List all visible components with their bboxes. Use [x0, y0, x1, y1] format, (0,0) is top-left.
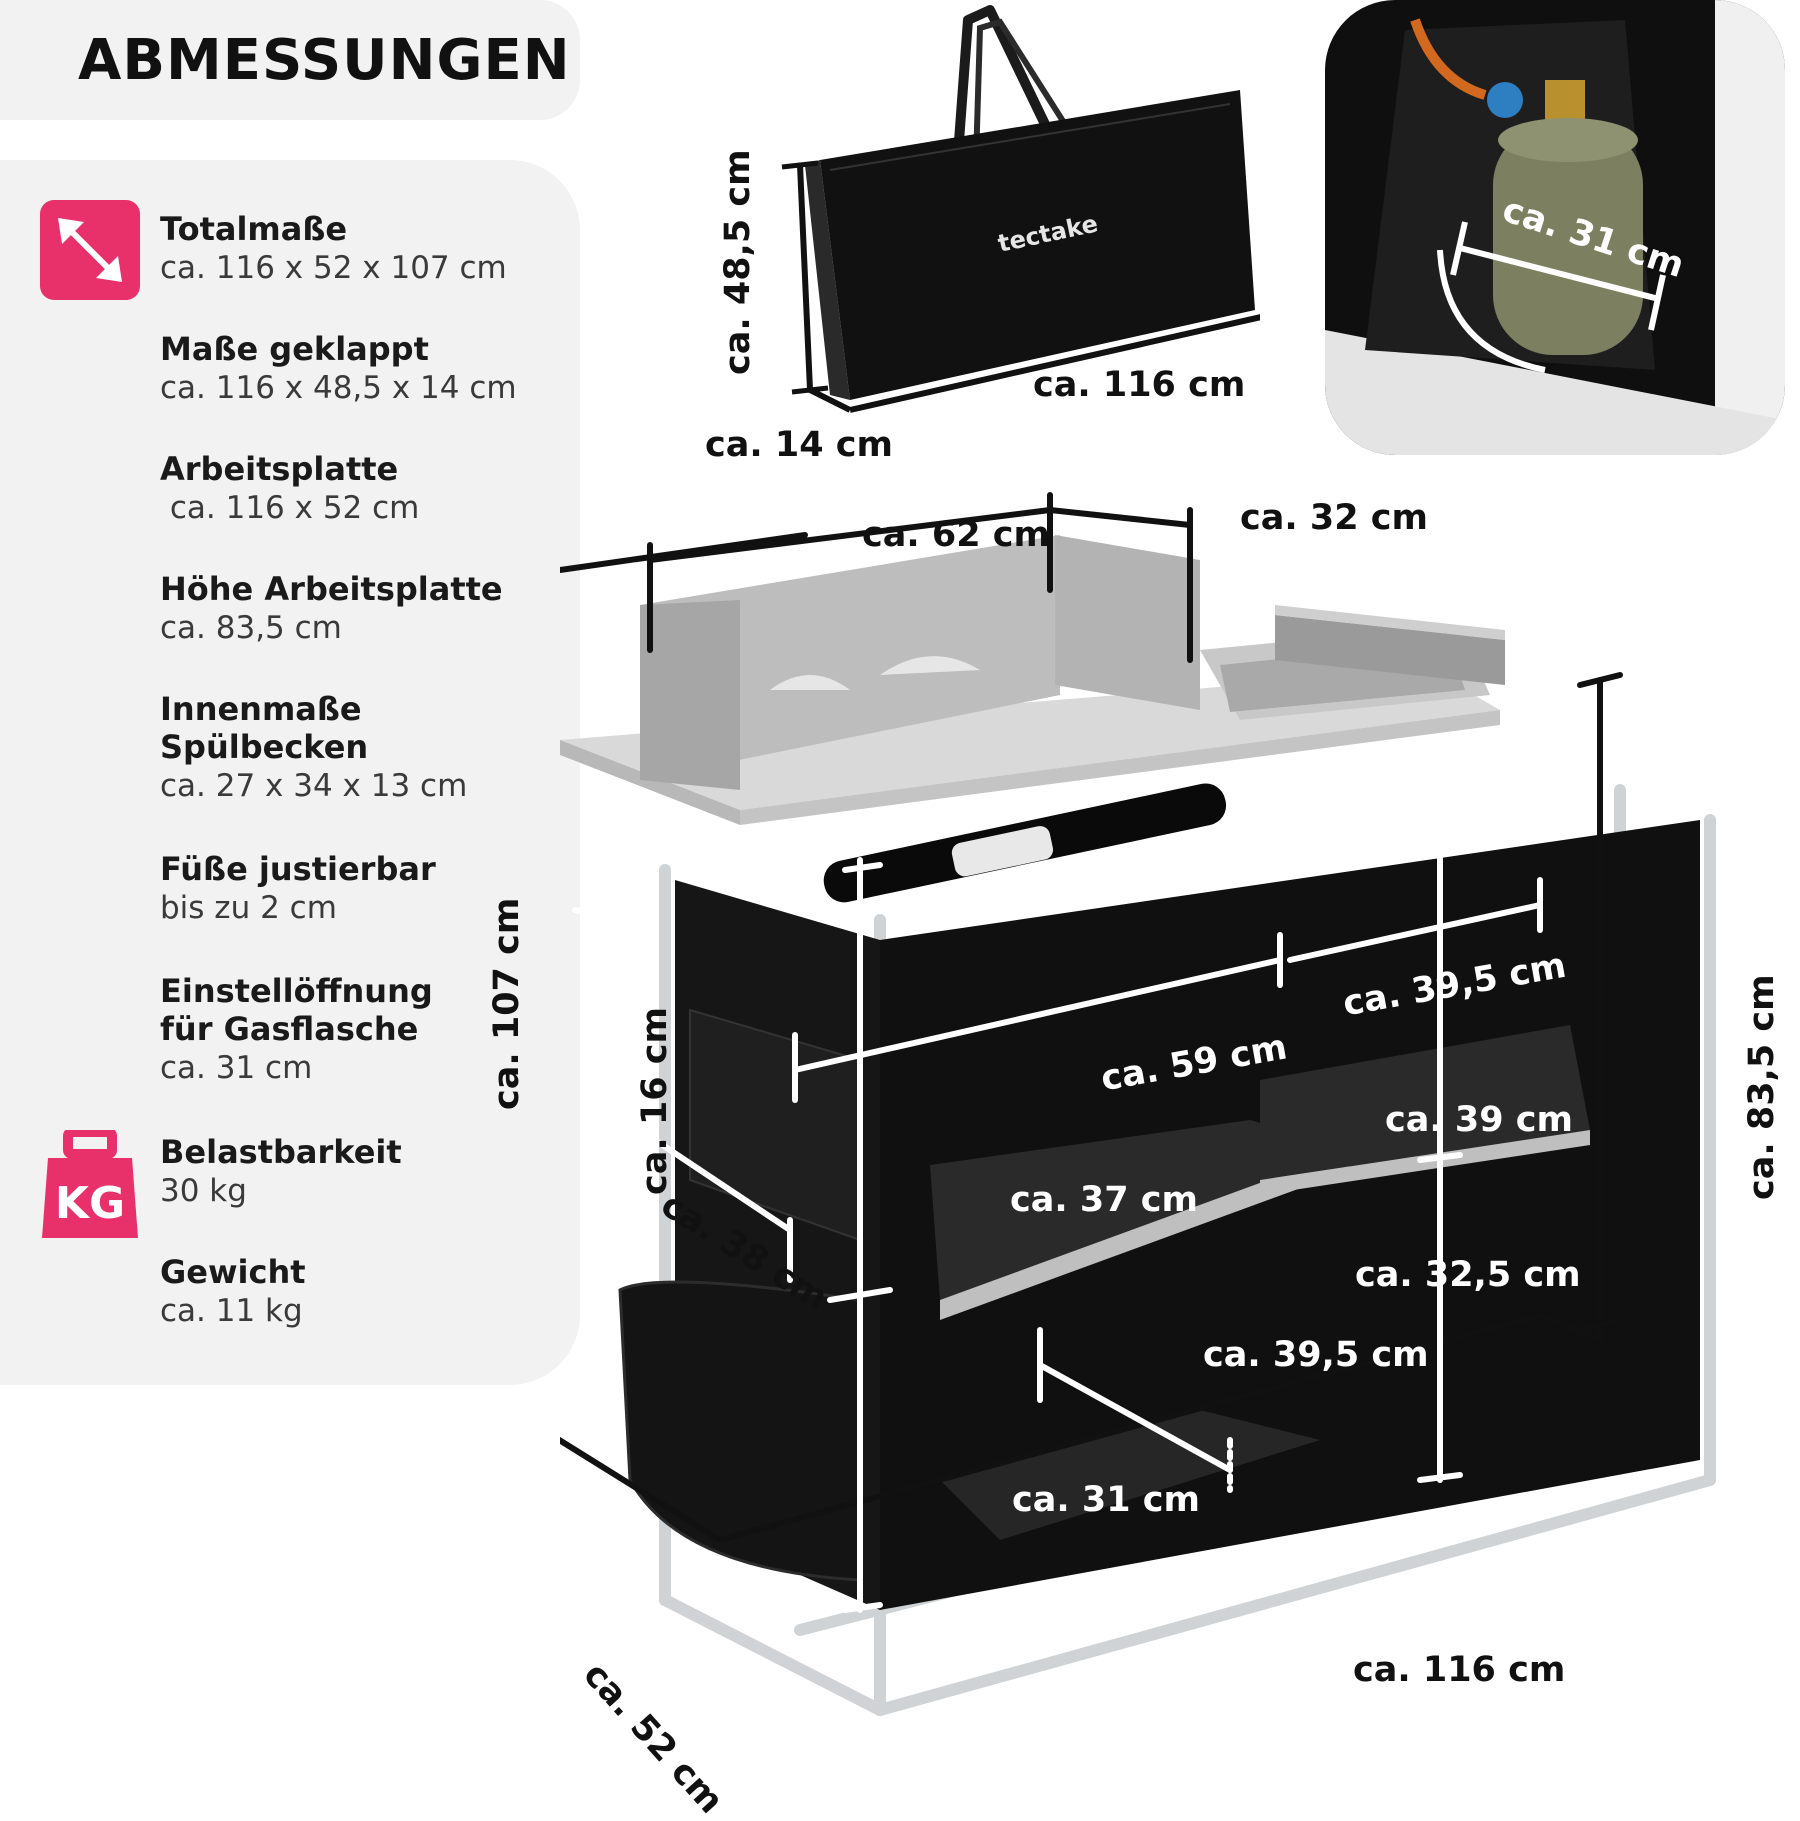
spec-label: Maße geklappt: [160, 330, 429, 368]
spec-label-line2: für Gasflasche: [160, 1010, 419, 1048]
page-title: ABMESSUNGEN: [78, 28, 571, 93]
spec-total: Totalmaße ca. 116 x 52 x 107 cm: [160, 210, 580, 288]
title-card: ABMESSUNGEN: [0, 0, 580, 120]
spec-load: Belastbarkeit 30 kg: [160, 1133, 580, 1211]
spec-worktop-height: Höhe Arbeitsplatte ca. 83,5 cm: [160, 570, 580, 648]
right-upper-height-label: ca. 39 cm: [1385, 1100, 1573, 1140]
bag-height-label: ca. 48,5 cm: [718, 149, 758, 375]
left-depth-label: ca. 39,5 cm: [1203, 1335, 1429, 1375]
weight-kg-icon: KG: [40, 1127, 140, 1240]
gas-bottle-detail: [1325, 0, 1785, 455]
spec-value: ca. 116 x 48,5 x 14 cm: [160, 370, 517, 406]
spec-value: bis zu 2 cm: [160, 890, 337, 926]
diagonal-arrows-icon: [40, 200, 140, 300]
spec-folded: Maße geklappt ca. 116 x 48,5 x 14 cm: [160, 330, 580, 408]
spec-value: 30 kg: [160, 1173, 247, 1209]
bag-depth-label: ca. 14 cm: [705, 425, 893, 465]
spec-value: ca. 116 x 52 cm: [160, 490, 420, 526]
spec-value: ca. 11 kg: [160, 1293, 303, 1329]
spec-label: Arbeitsplatte: [160, 450, 399, 488]
spec-value: ca. 116 x 52 x 107 cm: [160, 250, 507, 286]
spec-value: ca. 27 x 34 x 13 cm: [160, 768, 468, 804]
spec-sink: Innenmaße Spülbecken ca. 27 x 34 x 13 cm: [160, 690, 580, 806]
pocket-height-label: ca. 16 cm: [635, 1007, 675, 1195]
spec-feet: Füße justierbar bis zu 2 cm: [160, 850, 580, 928]
spec-label: Gewicht: [160, 1253, 306, 1291]
spec-value: ca. 31 cm: [160, 1050, 313, 1086]
left-lower-height-label: ca. 31 cm: [1012, 1480, 1200, 1520]
spec-label: Füße justierbar: [160, 850, 436, 888]
spec-worktop: Arbeitsplatte ca. 116 x 52 cm: [160, 450, 580, 528]
spec-label: Belastbarkeit: [160, 1133, 402, 1171]
carry-bag-illustration: tectake: [781, 5, 1260, 413]
windscreen-main-label: ca. 62 cm: [862, 515, 1050, 555]
bag-width-label: ca. 116 cm: [1033, 365, 1246, 405]
spec-label-line2: Spülbecken: [160, 728, 369, 766]
right-lower-height-label: ca. 32,5 cm: [1355, 1255, 1581, 1295]
width-label: ca. 116 cm: [1353, 1650, 1566, 1690]
spec-label: Einstellöffnung: [160, 972, 433, 1010]
svg-text:KG: KG: [55, 1178, 125, 1229]
spec-value: ca. 83,5 cm: [160, 610, 342, 646]
camping-kitchen-illustration: [560, 492, 1716, 1716]
left-upper-height-label: ca. 37 cm: [1010, 1180, 1198, 1220]
worktop-height-label: ca. 83,5 cm: [1742, 974, 1782, 1200]
total-height-label: ca. 107 cm: [487, 897, 527, 1110]
spec-label: Höhe Arbeitsplatte: [160, 570, 503, 608]
spec-weight: Gewicht ca. 11 kg: [160, 1253, 580, 1331]
spec-label: Totalmaße: [160, 210, 348, 248]
spec-label: Innenmaße: [160, 690, 362, 728]
windscreen-side-label: ca. 32 cm: [1240, 498, 1428, 538]
spec-gas-opening: Einstellöffnung für Gasflasche ca. 31 cm: [160, 972, 580, 1088]
